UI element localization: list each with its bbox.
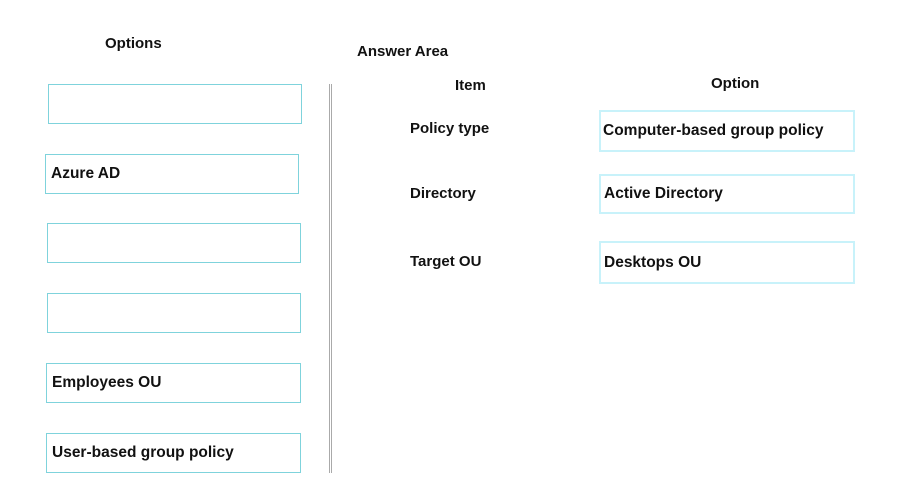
options-title: Options: [105, 35, 162, 52]
answer-slot-policy-type[interactable]: Computer-based group policy: [599, 110, 855, 152]
option-slot-empty[interactable]: [48, 84, 302, 124]
option-employees-ou[interactable]: Employees OU: [46, 363, 301, 403]
option-slot-empty[interactable]: [47, 223, 301, 263]
answer-slot-directory[interactable]: Active Directory: [599, 174, 855, 214]
option-azure-ad[interactable]: Azure AD: [45, 154, 299, 194]
option-user-based-group-policy[interactable]: User-based group policy: [46, 433, 301, 473]
answer-area-title: Answer Area: [357, 43, 449, 60]
item-target-ou: Target OU: [410, 253, 482, 270]
answer-slot-target-ou[interactable]: Desktops OU: [599, 241, 855, 284]
panel-divider: [329, 84, 332, 473]
item-directory: Directory: [410, 185, 476, 202]
option-slot-empty[interactable]: [47, 293, 301, 333]
item-header: Item: [455, 77, 486, 94]
option-header: Option: [711, 75, 760, 92]
item-policy-type: Policy type: [410, 120, 490, 137]
